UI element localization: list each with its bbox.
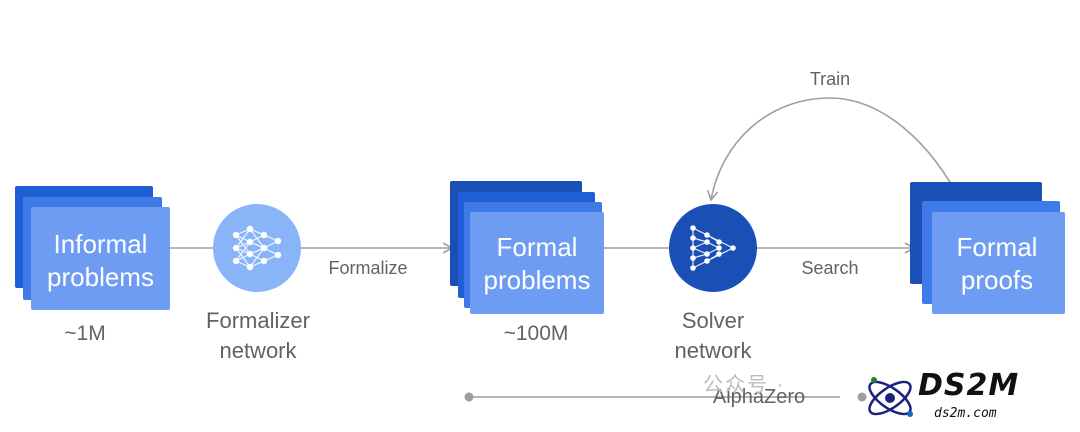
formal-proofs-card-front: [932, 212, 1065, 314]
ds2m-brand-url: ds2m.com: [934, 406, 997, 421]
informal-count: ~1M: [64, 322, 106, 345]
formal-problems-label: Formal problems: [483, 232, 591, 295]
formal-proofs-label: Formal proofs: [956, 232, 1038, 295]
ds2m-logo-icon: [868, 377, 913, 417]
alphazero-label: AlphaZero: [712, 386, 806, 408]
solver-network-label: Solver network: [674, 308, 752, 363]
formalizer-node: [213, 204, 301, 292]
edge-train-arc: [706, 97, 963, 205]
informal-card-front: [31, 207, 170, 310]
solver-net-icon: [690, 225, 736, 271]
informal-problems-label: Informal problems: [47, 229, 154, 292]
search-label: Search: [801, 258, 859, 278]
formal-problems-card-front: [470, 212, 604, 314]
timeline-end-dot: [857, 392, 867, 402]
formalize-label: Formalize: [328, 258, 408, 278]
train-label: Train: [809, 69, 851, 89]
formal-problems-count: ~100M: [503, 322, 569, 345]
ds2m-brand-text: DS2M: [918, 368, 1020, 403]
formalizer-network-label: Formalizer network: [206, 308, 310, 363]
watermark-text: 公众号 ·: [703, 374, 786, 396]
neural-net-icon: [232, 225, 282, 271]
solver-node: [669, 204, 757, 292]
